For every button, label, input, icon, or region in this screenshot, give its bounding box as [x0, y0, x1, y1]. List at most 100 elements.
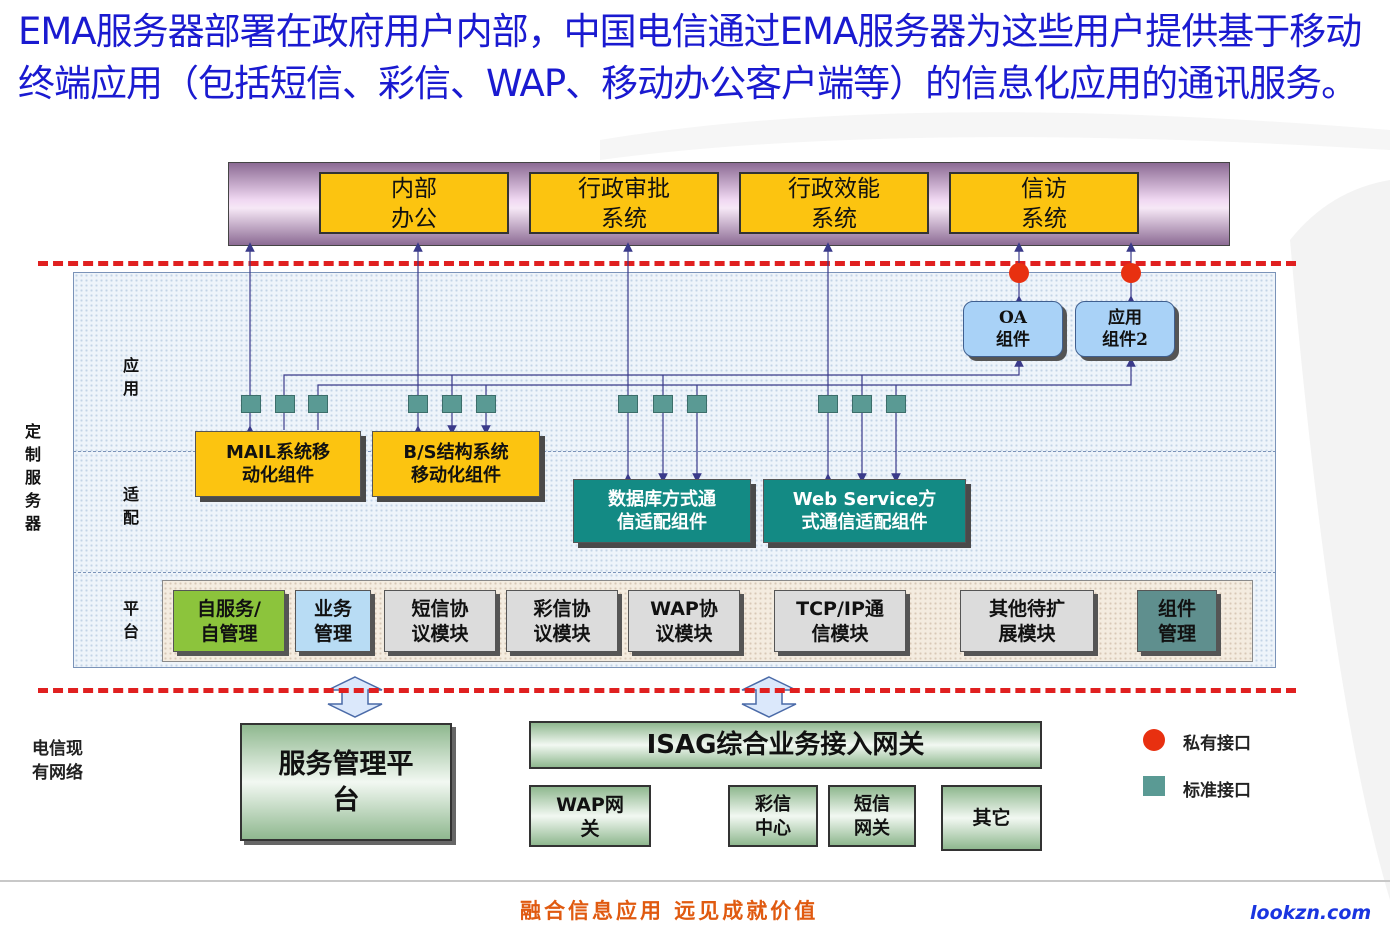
layer-separator-adapt	[73, 572, 1276, 573]
sms-gateway: 短信网关	[828, 785, 916, 847]
standard-interface-square	[886, 395, 906, 413]
footer-slogan: 融合信息应用 远见成就价值	[520, 898, 819, 923]
page-heading: EMA服务器部署在政府用户内部，中国电信通过EMA服务器为这些用户提供基于移动终…	[18, 10, 1362, 105]
component-label-line1: OA	[999, 308, 1027, 328]
side-label-custom-server: 定制服务器	[24, 422, 41, 533]
component-label-line1: 数据库方式通	[608, 489, 716, 510]
business-management-module: 业务管理	[295, 590, 371, 652]
layer-separator-app	[73, 451, 1276, 452]
sms-protocol-module: 短信协议模块	[384, 590, 496, 652]
component-label-line2: 信适配组件	[617, 512, 707, 533]
platform-label-line1: 服务管理平	[278, 749, 414, 780]
mms-protocol-module: 彩信协议模块	[506, 590, 618, 652]
app-label-line1: 行政效能	[788, 176, 880, 202]
module-label-line1: TCP/IP通	[796, 598, 884, 620]
standard-interface-square	[308, 395, 328, 413]
service-management-platform: 服务管理平台	[240, 723, 452, 841]
component-label-line1: Web Service方	[792, 489, 937, 510]
app-label-line2: 系统	[601, 206, 647, 232]
component-label-line1: 应用	[1108, 308, 1142, 328]
gateway-label-line2: 中心	[755, 818, 791, 839]
app-label-line2: 系统	[1021, 206, 1067, 232]
component-label-line2: 动化组件	[242, 465, 314, 486]
legend-standard-label: 标准接口	[1183, 781, 1251, 801]
private-interface-dot	[1121, 263, 1141, 283]
private-interface-dot	[1009, 263, 1029, 283]
app-label-line2: 办公	[391, 206, 437, 232]
footer-divider	[0, 880, 1390, 882]
standard-interface-square	[818, 395, 838, 413]
module-label-line1: 其他待扩	[988, 598, 1065, 620]
gateway-label-line1: 其它	[972, 807, 1011, 829]
module-label-line2: 议模块	[533, 623, 591, 645]
standard-interface-square	[687, 395, 707, 413]
gateway-label-line2: 关	[580, 818, 600, 840]
layer-label-adapt: 适配	[122, 485, 139, 527]
legend-private-dot	[1143, 729, 1165, 751]
standard-interface-square	[852, 395, 872, 413]
module-label-line2: 管理	[1157, 623, 1196, 645]
app-component-2: 应用组件2	[1075, 301, 1175, 357]
component-label-line2: 组件	[996, 330, 1030, 350]
network-label: 电信现有网络	[32, 737, 83, 785]
module-label-line2: 自管理	[200, 623, 258, 645]
standard-interface-square	[618, 395, 638, 413]
standard-interface-square	[408, 395, 428, 413]
legend-standard-square	[1143, 776, 1165, 796]
self-service-module: 自服务/自管理	[173, 590, 285, 652]
wap-gateway: WAP网关	[529, 785, 651, 847]
boundary-line-bottom	[38, 688, 1296, 693]
app-label-line1: 行政审批	[578, 176, 670, 202]
standard-interface-square	[442, 395, 462, 413]
gateway-label-line2: 网关	[854, 818, 890, 839]
wap-protocol-module: WAP协议模块	[628, 590, 740, 652]
standard-interface-square	[653, 395, 673, 413]
app-internal-office: 内部办公	[319, 172, 509, 234]
app-petition: 信访系统	[949, 172, 1139, 234]
other-gateway: 其它	[941, 785, 1042, 851]
module-label-line1: 自服务/	[197, 598, 261, 620]
gateway-label-line1: 彩信	[755, 794, 791, 815]
module-label-line1: 彩信协	[533, 598, 591, 620]
layer-label-app: 应用	[122, 356, 139, 398]
component-label-line2: 式通信适配组件	[801, 512, 928, 533]
legend-private-label: 私有接口	[1183, 734, 1251, 754]
module-label-line2: 展模块	[998, 623, 1056, 645]
component-label-line1: MAIL系统移	[225, 442, 330, 463]
webservice-adapter-component: Web Service方式通信适配组件	[763, 479, 966, 543]
app-label-line1: 内部	[391, 176, 437, 202]
platform-label-line2: 台	[332, 785, 360, 816]
database-adapter-component: 数据库方式通信适配组件	[573, 479, 751, 543]
network-label-line2: 有网络	[32, 763, 83, 783]
app-label-line2: 系统	[811, 206, 857, 232]
gateway-label-line1: WAP网	[556, 794, 624, 816]
component-label-line1: B/S结构系统	[403, 442, 509, 463]
layer-label-platform: 平台	[122, 599, 139, 641]
module-label-line1: 短信协	[411, 598, 469, 620]
mail-adapter-component: MAIL系统移动化组件	[195, 431, 361, 497]
module-label-line1: 组件	[1157, 598, 1196, 620]
module-label-line2: 议模块	[411, 623, 469, 645]
standard-interface-square	[241, 395, 261, 413]
standard-interface-square	[476, 395, 496, 413]
isag-gateway: ISAG综合业务接入网关	[529, 721, 1042, 769]
component-management-module: 组件管理	[1137, 590, 1217, 652]
network-label-line1: 电信现	[32, 739, 83, 759]
footer-site-logo: lookzn.com	[1250, 902, 1372, 924]
module-label-line1: WAP协	[650, 598, 718, 620]
boundary-line-top	[38, 261, 1296, 266]
component-label-line2: 移动化组件	[411, 465, 501, 486]
standard-interface-square	[275, 395, 295, 413]
tcpip-module: TCP/IP通信模块	[774, 590, 906, 652]
component-label-line2: 组件2	[1102, 330, 1148, 350]
bs-adapter-component: B/S结构系统移动化组件	[372, 431, 540, 497]
mms-center: 彩信中心	[728, 785, 818, 847]
gateway-label-line1: 短信	[854, 794, 890, 815]
app-admin-approval: 行政审批系统	[529, 172, 719, 234]
module-label-line2: 信模块	[811, 623, 869, 645]
app-label-line1: 信访	[1021, 176, 1067, 202]
app-admin-efficiency: 行政效能系统	[739, 172, 929, 234]
